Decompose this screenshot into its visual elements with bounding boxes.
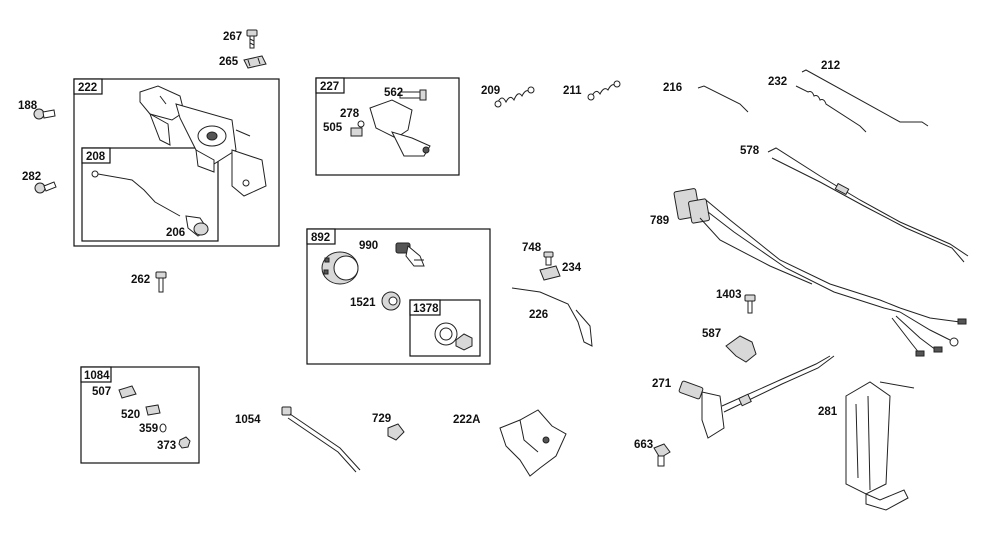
part-208-link-rod xyxy=(91,170,181,217)
label-587: 587 xyxy=(702,328,721,340)
part-281-mounting-bracket xyxy=(845,381,915,511)
label-281: 281 xyxy=(818,406,838,418)
part-587-clip xyxy=(725,335,757,363)
part-1403-screw xyxy=(744,294,756,314)
label-278: 278 xyxy=(340,108,360,120)
label-211: 211 xyxy=(563,85,582,97)
part-226-rod xyxy=(511,287,593,347)
label-729: 729 xyxy=(372,413,391,425)
label-232: 232 xyxy=(768,76,787,88)
box-label-222: 222 xyxy=(78,82,97,94)
label-359: 359 xyxy=(139,423,158,435)
part-265-clip xyxy=(243,55,267,69)
part-892-ignition-switch xyxy=(321,251,359,285)
label-216: 216 xyxy=(663,82,682,94)
label-265: 265 xyxy=(219,56,239,68)
label-990: 990 xyxy=(359,240,378,252)
label-262: 262 xyxy=(131,274,150,286)
box-label-227: 227 xyxy=(320,81,339,93)
label-1521: 1521 xyxy=(350,297,376,309)
part-212-rod xyxy=(801,69,929,127)
label-1403: 1403 xyxy=(716,289,742,301)
label-507: 507 xyxy=(92,386,111,398)
part-267-screw xyxy=(246,29,258,49)
label-789: 789 xyxy=(650,215,669,227)
part-227-bracket-assembly xyxy=(350,89,431,157)
box-label-208: 208 xyxy=(86,151,106,163)
part-663-screw xyxy=(653,443,671,467)
label-271: 271 xyxy=(652,378,672,390)
label-188: 188 xyxy=(18,100,38,112)
label-748: 748 xyxy=(522,242,542,254)
label-562: 562 xyxy=(384,87,403,99)
box-208: 208 xyxy=(81,147,219,242)
box-892: 892 xyxy=(306,228,491,365)
box-1084: 1084 xyxy=(80,366,200,464)
part-271-throttle-control xyxy=(678,355,835,439)
part-520-clip xyxy=(145,404,161,416)
label-222A: 222A xyxy=(453,414,481,426)
part-729-grommet xyxy=(387,423,405,441)
label-663: 663 xyxy=(634,439,653,451)
part-211-spring xyxy=(587,80,621,101)
label-1054: 1054 xyxy=(235,414,261,426)
part-1054-cable-tie xyxy=(281,406,361,473)
box-1378: 1378 xyxy=(409,299,481,357)
box-222: 222 xyxy=(73,78,280,247)
part-578-cable xyxy=(767,147,969,263)
label-234: 234 xyxy=(562,262,582,274)
part-748-screw xyxy=(543,251,554,266)
box-label-1084: 1084 xyxy=(84,370,110,382)
label-505: 505 xyxy=(323,122,343,134)
label-206: 206 xyxy=(166,227,185,239)
label-226: 226 xyxy=(529,309,548,321)
label-282: 282 xyxy=(22,171,41,183)
label-267: 267 xyxy=(223,31,242,43)
box-227: 227 xyxy=(315,77,460,176)
part-789-wire-harness xyxy=(673,188,967,357)
part-222A-bracket xyxy=(499,409,567,477)
part-206-knob xyxy=(185,215,209,237)
part-216-rod xyxy=(697,85,749,113)
label-373: 373 xyxy=(157,440,176,452)
part-209-spring xyxy=(494,86,535,108)
part-507-clip xyxy=(118,385,137,399)
part-990-key xyxy=(395,242,425,267)
label-209: 209 xyxy=(481,85,500,97)
part-188-bolt xyxy=(33,108,56,120)
label-212: 212 xyxy=(821,60,840,72)
part-373-nut xyxy=(178,436,191,449)
box-label-1378: 1378 xyxy=(413,303,439,315)
part-262-screw xyxy=(155,271,167,293)
part-234-clamp xyxy=(539,265,561,281)
part-1378-washers xyxy=(434,322,473,351)
label-578: 578 xyxy=(740,145,760,157)
part-232-spring xyxy=(795,85,867,133)
part-222-solenoid-bracket xyxy=(139,85,267,197)
box-label-892: 892 xyxy=(311,232,330,244)
part-359-washer xyxy=(159,423,167,433)
part-1521-nut xyxy=(381,291,401,311)
part-282-bolt xyxy=(34,181,57,194)
label-520: 520 xyxy=(121,409,140,421)
